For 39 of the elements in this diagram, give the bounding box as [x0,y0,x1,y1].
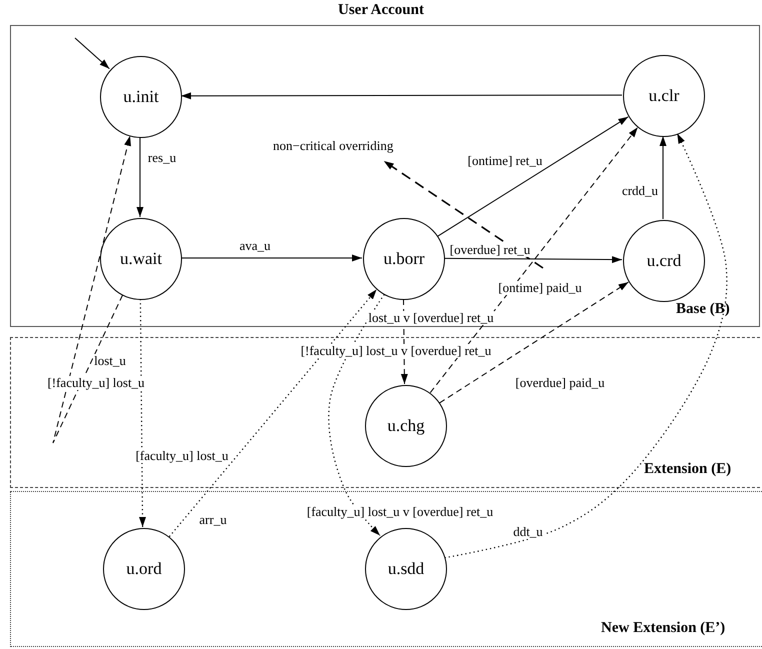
arrow [180,254,362,262]
region-heading: Extension (E) [644,461,732,478]
arrow [444,256,622,264]
edge-label: [!faculty_u] lost_u v [overdue] ret_u [300,344,492,358]
dotted-arrow [328,294,385,536]
note-text: non−critical overriding [273,138,394,154]
arrow [74,38,110,70]
state-name: u.sdd [388,559,424,579]
arrow [180,92,622,100]
edge-label: [faculty_u] lost_u v [overdue] ret_u [306,505,494,519]
edge-label: [overdue] paid_u [514,376,606,390]
dotted-arrow [168,289,378,537]
state-name: u.chg [387,416,425,436]
arrow [437,116,629,237]
edge-label: [overdue] ret_u [448,243,532,257]
transition-label: lost_u [93,354,127,368]
diagram-title: User Account [337,2,425,19]
state-name: u.borr [383,249,425,269]
edge-label: ddt_u [512,525,544,539]
dashed-arrow [430,126,638,394]
arrow [660,136,666,220]
edge-label: [faculty_u] lost_u [134,449,230,463]
region-heading: Base (B) [676,301,730,318]
state-name: u.wait [120,249,162,269]
edge-label: [ontime] paid_u [497,281,583,295]
dashed-arrow [52,135,131,444]
state-name: u.ord [126,559,162,579]
state-name: u.clr [648,86,680,106]
state-name: u.crd [646,251,682,271]
region-heading: New Extension (E’) [601,620,726,637]
transition-label: lost_u v [overdue] ret_u [367,311,495,325]
dotted-arrow [444,133,728,558]
arrow [136,136,144,218]
edge-label: [ontime] ret_u [466,154,544,168]
edge-label: [!faculty_u] lost_u [46,376,146,390]
dashed-arrow [439,282,629,404]
dashed-arrow [383,160,544,269]
state-name: u.init [123,87,159,107]
edge-label: crdd_u [620,184,660,198]
